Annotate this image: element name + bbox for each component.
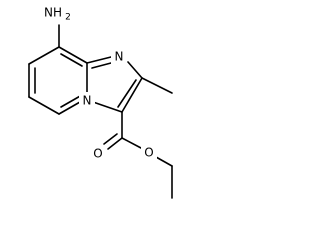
bond-n1-c2 — [127, 61, 143, 79]
imidazole-n-label: N — [115, 50, 124, 64]
ester-o-label: O — [144, 146, 153, 160]
imidazole-n-background — [111, 48, 127, 65]
bond-c8a-n1-double — [91, 62, 112, 69]
ester-o-background — [141, 144, 157, 161]
bond-c8-c7 — [28, 46, 60, 65]
bridgehead-n-background — [79, 92, 95, 109]
amine-hydrogen-count: 2 — [65, 13, 71, 23]
carbonyl-o-label: O — [93, 147, 102, 161]
amine-label: NH — [44, 6, 62, 20]
bond-c8a-n1 — [86, 56, 112, 64]
bond-c8a-c8 — [58, 46, 88, 64]
carbonyl-o-background — [90, 145, 106, 162]
bond-carbonyl-c-o-double — [103, 133, 118, 145]
bond-c2-c3 — [121, 77, 143, 113]
bond-c5-n4-double — [60, 94, 83, 108]
bond-c6-c5 — [28, 96, 60, 115]
bond-c8a-c8-double — [60, 53, 83, 67]
bond-carbonyl-c-ester-o — [121, 137, 142, 149]
bond-ester-o-ch2 — [155, 156, 173, 167]
bond-c2-c3-double — [117, 79, 137, 108]
bridgehead-n-label: N — [83, 94, 92, 108]
amine-label-background — [45, 3, 75, 21]
chemical-structure: NH 2 N N O O — [28, 3, 173, 199]
bond-c2-methyl — [141, 77, 173, 94]
bond-carbonyl-c-o-single — [107, 137, 123, 150]
bond-c3-n4 — [92, 101, 123, 113]
